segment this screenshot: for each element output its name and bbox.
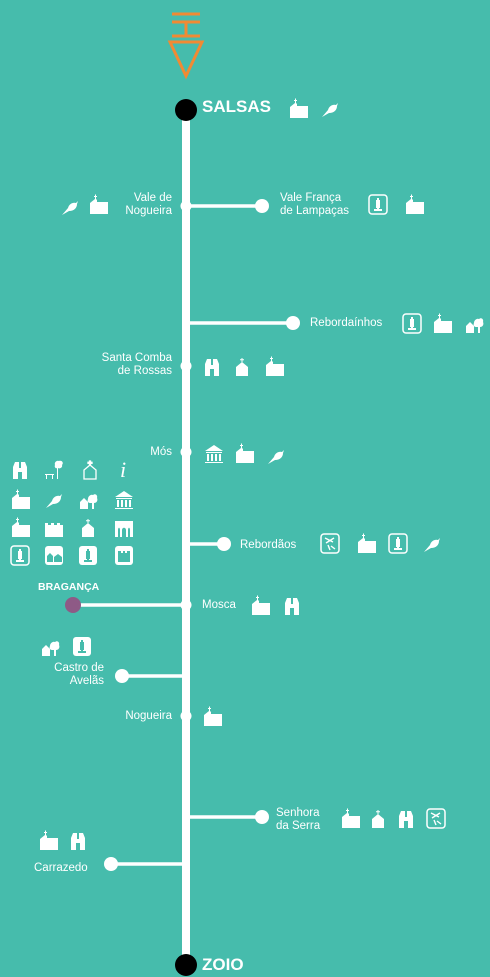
church-icon xyxy=(236,443,254,463)
picnic-icon xyxy=(45,460,63,479)
station-senhora-da-serra: Senhora da Serra xyxy=(276,807,321,832)
bird-icon xyxy=(268,450,284,464)
stop-dot-vale-de-nogueira xyxy=(180,200,192,212)
aqueduct-icon xyxy=(115,521,133,537)
station-carrazedo: Carrazedo xyxy=(34,862,88,874)
station-rebordaos: Rebordãos xyxy=(240,539,297,551)
tree-house-icon xyxy=(80,494,98,509)
bird-icon xyxy=(62,201,78,215)
church-icon xyxy=(204,706,222,726)
stop-dots xyxy=(104,199,300,871)
binoculars-icon xyxy=(285,598,299,615)
village-icon xyxy=(45,546,63,565)
stop-dot-senhora-da-serra xyxy=(255,810,269,824)
station-vale-franca: Vale França de Lampaças xyxy=(280,192,350,217)
station-braganca: BRAGANÇA xyxy=(38,581,100,593)
church-icon xyxy=(40,830,58,850)
chapel-icon xyxy=(236,358,248,376)
tree-house-icon xyxy=(42,641,60,656)
chapel-icon xyxy=(82,519,94,537)
station-salsas: SALSAS xyxy=(202,97,271,116)
church-icon xyxy=(252,595,270,615)
chapel-icon xyxy=(372,810,384,828)
museum-icon xyxy=(115,491,133,509)
pillory-icon xyxy=(10,545,30,566)
station-nogueira: Nogueira xyxy=(125,710,172,722)
castle-icon xyxy=(45,523,63,537)
church-icon xyxy=(342,808,360,828)
station-mos: Mós xyxy=(150,446,172,458)
stop-dot-vale-franca xyxy=(255,199,269,213)
stop-dot-mos xyxy=(180,446,192,458)
rock-art-icon xyxy=(426,808,446,829)
pillory-icon xyxy=(368,194,388,215)
stop-dot-mosca xyxy=(180,599,192,611)
stop-dot-rebordainhos xyxy=(286,316,300,330)
church-icon xyxy=(73,637,91,656)
binoculars-icon xyxy=(205,359,219,376)
church-icon xyxy=(12,489,30,509)
church-icon xyxy=(406,194,424,214)
bird-icon xyxy=(322,103,338,117)
station-santa-comba: Santa Comba de Rossas xyxy=(101,352,172,377)
stop-dot-nogueira xyxy=(180,710,192,722)
binoculars-icon xyxy=(71,833,85,850)
bird-icon xyxy=(46,494,62,508)
bird-icon xyxy=(424,538,440,552)
pillory-icon xyxy=(79,546,97,565)
church-icon xyxy=(266,356,284,376)
pillory-icon xyxy=(402,313,422,334)
tree-house-icon xyxy=(466,318,484,333)
water-source-icon xyxy=(167,12,205,80)
church-icon xyxy=(290,98,308,118)
branches xyxy=(73,204,293,866)
binoculars-icon xyxy=(399,811,413,828)
church-icon xyxy=(434,313,452,333)
terminal-zoio xyxy=(175,954,197,976)
rock-art-icon xyxy=(320,533,340,554)
stop-dot-rebordaos xyxy=(217,537,231,551)
station-zoio: ZOIO xyxy=(202,955,244,974)
church-icon xyxy=(358,533,376,553)
station-castro-de-avelas: Castro de Avelãs xyxy=(54,662,104,687)
pillory-icon xyxy=(388,533,408,554)
info-icon xyxy=(120,457,127,482)
chapel-outline-icon xyxy=(83,460,97,480)
stop-dot-santa-comba xyxy=(180,360,192,372)
church-icon xyxy=(12,517,30,537)
station-rebordainhos: Rebordaínhos xyxy=(310,317,383,329)
station-vale-de-nogueira: Vale de Nogueira xyxy=(125,192,172,217)
keep-icon xyxy=(115,546,133,565)
church-icon xyxy=(90,194,108,214)
binoculars-icon xyxy=(13,462,27,479)
stop-dot-carrazedo xyxy=(104,857,118,871)
museum-icon xyxy=(205,445,223,463)
station-mosca: Mosca xyxy=(202,599,236,611)
stop-dot-castro-de-avelas xyxy=(115,669,129,683)
terminal-salsas xyxy=(175,99,197,121)
braganca-marker xyxy=(65,597,81,613)
